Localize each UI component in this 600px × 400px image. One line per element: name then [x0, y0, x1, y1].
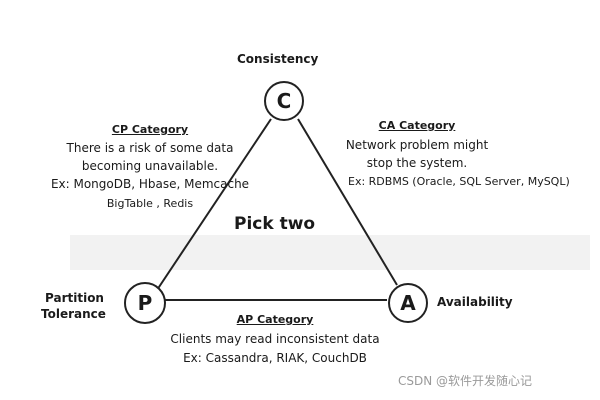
ca-title: CA Category — [378, 119, 456, 132]
node-p-letter: P — [137, 291, 153, 315]
cp-title: CP Category — [111, 123, 189, 136]
node-c-circle — [264, 81, 304, 121]
cp-line-4: BigTable , Redis — [106, 197, 194, 210]
ap-title: AP Category — [236, 313, 314, 326]
watermark-text: CSDN @软件开发随心记 — [398, 374, 533, 388]
cp-line-1: There is a risk of some data — [66, 141, 234, 155]
cp-line-2: becoming unavailable. — [81, 159, 219, 173]
cp-line-3: Ex: MongoDB, Hbase, Memcache — [50, 177, 250, 191]
ca-line-1: Network problem might — [345, 138, 489, 152]
ap-line-1: Clients may read inconsistent data — [170, 332, 380, 346]
partition-label-line2: Tolerance — [41, 307, 106, 321]
ca-line-3: Ex: RDBMS (Oracle, SQL Server, MySQL) — [348, 175, 570, 188]
node-c-letter: C — [276, 89, 292, 113]
node-a-letter: A — [400, 291, 416, 315]
node-a-circle — [388, 283, 428, 323]
edge-cp — [156, 118, 272, 291]
availability-label: Availability — [437, 295, 513, 309]
consistency-label: Consistency — [237, 52, 319, 66]
background-shading — [70, 235, 590, 270]
edge-ca — [297, 118, 398, 286]
ca-line-2: stop the system. — [366, 156, 468, 170]
ap-line-2: Ex: Cassandra, RIAK, CouchDB — [183, 351, 367, 365]
pick-two-text: Pick two — [234, 214, 316, 234]
node-p-circle — [124, 282, 166, 324]
partition-label-line1: Partition — [45, 291, 104, 305]
